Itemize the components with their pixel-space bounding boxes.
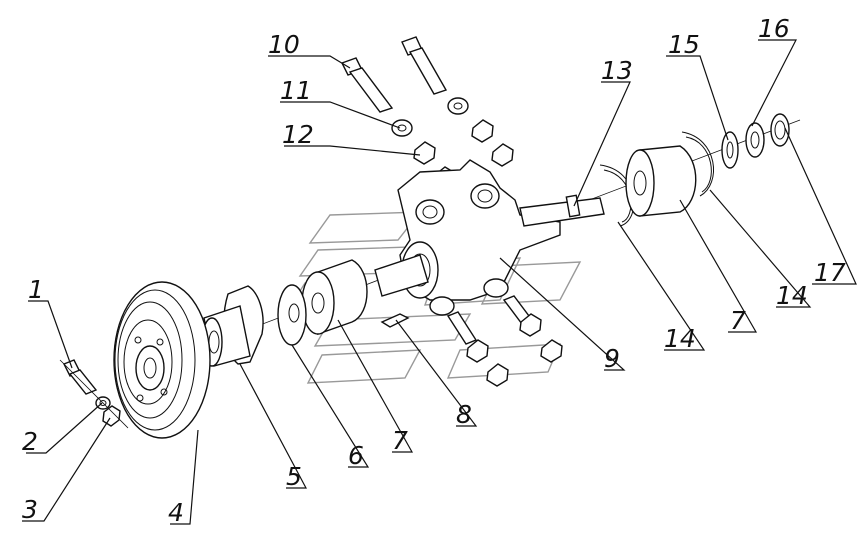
right-side-parts — [599, 113, 790, 227]
pulley — [113, 281, 211, 439]
bushing-left — [301, 259, 368, 335]
callout-11: 11 — [280, 76, 312, 105]
upper-bolts — [341, 36, 514, 190]
callout-13: 13 — [601, 56, 633, 85]
washer-left — [277, 284, 307, 346]
callout-14b: 14 — [776, 281, 808, 310]
callout-6: 6 — [348, 441, 364, 470]
callout-9: 9 — [604, 344, 620, 373]
lower-studs — [446, 295, 563, 387]
callout-16: 16 — [758, 14, 790, 43]
callout-4: 4 — [168, 498, 184, 527]
callout-labels: 1 2 3 4 5 6 7 8 9 10 11 12 13 14 7 14 15… — [22, 14, 846, 527]
callout-17: 17 — [814, 258, 846, 287]
sprocket-hub — [201, 285, 264, 367]
callout-15: 15 — [668, 30, 700, 59]
housing-body — [374, 159, 561, 316]
callout-3: 3 — [22, 495, 38, 524]
callout-7b: 7 — [730, 306, 746, 335]
callout-8: 8 — [456, 400, 472, 429]
leader-lines — [22, 39, 857, 525]
pulley-fasteners — [59, 359, 129, 429]
callout-14a: 14 — [664, 324, 696, 353]
callout-5: 5 — [286, 462, 302, 491]
callout-2: 2 — [22, 427, 38, 456]
callout-7a: 7 — [392, 426, 408, 455]
key — [380, 313, 410, 328]
callout-1: 1 — [28, 275, 44, 304]
callout-12: 12 — [282, 120, 314, 149]
shaft — [519, 194, 605, 227]
callout-10: 10 — [268, 30, 300, 59]
